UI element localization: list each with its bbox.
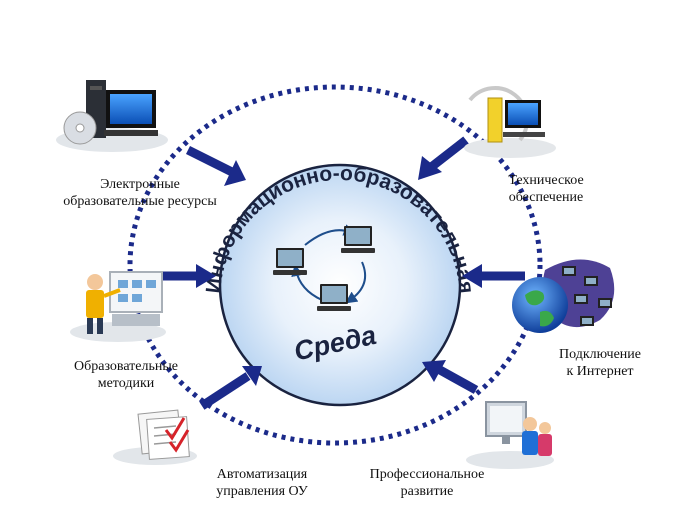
teacher-board-icon <box>70 271 166 342</box>
globe-network-icon <box>512 259 615 333</box>
label-automation: Автоматизация управления ОУ <box>216 467 308 499</box>
technical-computer-icon <box>464 86 556 158</box>
documents-check-icon <box>113 409 197 465</box>
label-internet: Подключение к Интернет <box>559 347 641 379</box>
arrow-resources <box>185 145 246 186</box>
arrow-methods <box>158 264 216 288</box>
label-technical: Техническое обеспечение <box>508 173 584 205</box>
center-ring <box>218 163 462 407</box>
label-resources: Электронные образовательные ресурсы <box>63 177 217 209</box>
arrow-internet <box>462 264 525 288</box>
label-methods: Образовательные методики <box>74 359 178 391</box>
arrow-professional <box>422 360 479 394</box>
label-professional: Профессиональное развитие <box>369 467 485 499</box>
arrow-technical <box>418 136 469 180</box>
center-network-icon <box>273 224 375 311</box>
arrow-automation <box>199 366 262 410</box>
computer-cd-icon <box>56 80 168 152</box>
outer-dotted-ring <box>127 84 543 446</box>
people-monitor-icon <box>466 401 554 469</box>
